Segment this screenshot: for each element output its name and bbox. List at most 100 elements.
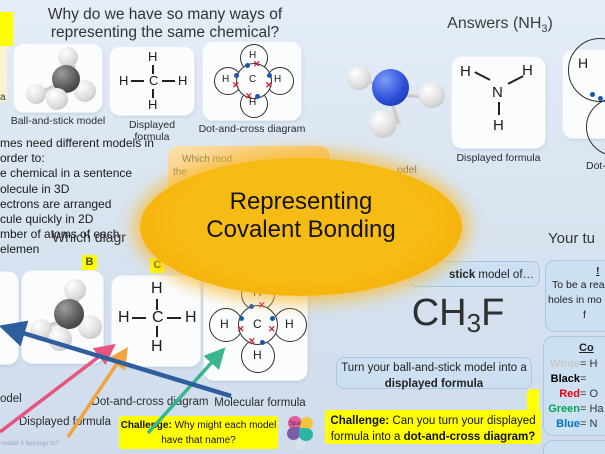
atom-n: N <box>492 84 503 101</box>
electron-dot-icon <box>249 304 254 309</box>
oval-title-line1: Representing <box>229 188 373 215</box>
left-edge-pale-strip <box>0 46 7 102</box>
electron-dot-icon <box>598 96 603 101</box>
hint-heading: ! <box>596 265 600 277</box>
atom-h: H <box>460 63 471 80</box>
hint-line2: holes in mo <box>548 294 602 306</box>
list-item: olecule in 3D <box>0 181 70 196</box>
ball-stick-card-ch4 <box>14 44 102 112</box>
atom-h: H <box>522 62 533 79</box>
key-name: White <box>550 358 580 370</box>
atom-h: H <box>249 50 257 61</box>
atom-h: H <box>148 97 158 112</box>
make-model-rest: model of… <box>475 269 535 281</box>
list-item: mes need different models in order to: <box>0 136 154 166</box>
ball-stick-caption: Ball-and-stick model <box>10 115 106 127</box>
atom-h: H <box>493 117 504 134</box>
challenge-label: Challenge: <box>330 415 390 427</box>
key-row-green: Green = Ha <box>544 402 605 417</box>
list-item: e chemical in a sentence <box>0 166 133 181</box>
atom-h: H <box>118 309 130 326</box>
left-edge-yellow-strip <box>0 12 13 46</box>
formula-prefix: CH <box>411 292 467 334</box>
hidden-task-line2: the <box>173 167 187 178</box>
atom-c: C <box>152 309 164 326</box>
atom-h: H <box>249 97 257 108</box>
electron-dot-icon <box>267 73 272 78</box>
oval-title-line2: Covalent Bonding <box>206 216 396 243</box>
nh3-dot-cross-caption: Dot- <box>586 160 605 172</box>
colour-key-box: Co White = H Black = Red = O Green = Ha … <box>543 336 605 436</box>
challenge-box-right: Challenge: Can you turn your displayed f… <box>325 410 541 444</box>
turn-model-line2: displayed formula <box>384 377 484 390</box>
displayed-formula-card-nh3: H H N H <box>452 57 545 148</box>
turn-model-line1: Turn your ball-and-stick model into a <box>341 362 527 374</box>
key-value: = N <box>580 418 598 430</box>
key-row-red: Red = O <box>544 387 605 402</box>
atom-h: H <box>578 55 589 71</box>
panel-a-partial <box>0 272 18 364</box>
electron-cross-icon: ✕ <box>232 80 240 90</box>
electron-cross-icon: ✕ <box>248 336 256 346</box>
make-model-bold: stick <box>449 269 476 281</box>
electron-cross-icon: ✕ <box>268 324 276 334</box>
formula-subscript: 3 <box>466 308 482 338</box>
list-item: mber of atoms of each elemen <box>0 227 120 257</box>
spark-lightbulb-icon: Spar <box>284 416 318 453</box>
key-name: Blue <box>556 418 580 430</box>
electron-dot-icon <box>260 340 265 345</box>
electron-dot-icon <box>255 94 260 99</box>
spark-label: Spar <box>289 421 302 427</box>
key-heading: Co <box>579 342 594 354</box>
panel-b-ball-stick <box>22 271 103 363</box>
key-row-white: White = H <box>544 357 605 372</box>
caption-displayed: Displayed formula <box>18 416 112 428</box>
why-title: Why do we have so many ways of represent… <box>28 6 302 43</box>
atom-c: C <box>149 73 159 88</box>
atom-c: C <box>253 317 262 331</box>
why-title-line2: representing the same chemical? <box>50 24 280 42</box>
atom-h: H <box>151 280 163 297</box>
answers-title-sub: 3 <box>541 23 548 36</box>
hidden-task-line1: Which mod <box>182 154 233 165</box>
electron-cross-icon: ✕ <box>245 91 253 101</box>
formula-suffix: F <box>481 292 505 334</box>
answers-title-text: Answers (NH <box>447 15 542 32</box>
electron-cross-icon: ✕ <box>253 59 261 69</box>
atom-h: H <box>253 348 262 362</box>
challenge-text: Why might each model have that name? <box>161 420 277 446</box>
atom-h: H <box>220 317 229 331</box>
bottom-right-box-partial <box>543 440 605 454</box>
electron-cross-icon: ✕ <box>265 80 273 90</box>
electron-cross-icon: ✕ <box>258 300 266 310</box>
key-value: = Ha <box>580 403 604 415</box>
challenge-text2: formula into a <box>330 431 404 444</box>
electron-cross-icon: ✕ <box>237 324 245 334</box>
label-badge-b: B <box>82 255 97 270</box>
ball-stick-model-nh3-icon <box>345 58 445 153</box>
challenge-text1: Can you turn your displayed <box>389 415 536 427</box>
atom-h: H <box>285 317 294 331</box>
key-value: = <box>580 373 587 385</box>
key-value: = O <box>580 388 599 400</box>
your-turn-title: Your tu <box>548 230 595 247</box>
atom-h: H <box>151 338 163 355</box>
atom-h: H <box>274 74 282 85</box>
list-item: ectrons are arranged <box>0 196 112 211</box>
hint-line1: To be a rea <box>552 279 605 291</box>
atom-c: C <box>249 74 257 85</box>
caption-model-cut: odel <box>0 393 22 405</box>
electron-dot-icon <box>270 316 275 321</box>
challenge-label: Challenge: <box>120 420 172 431</box>
key-row-black: Black = <box>544 372 605 387</box>
answers-title-close: ) <box>547 15 553 32</box>
atom-h: H <box>178 73 188 88</box>
key-name: Black <box>550 373 580 385</box>
dot-cross-card-ch4: H H H H C ✕ ✕ ✕ ✕ <box>203 42 301 120</box>
why-title-line1: Why do we have so many ways of <box>47 6 283 23</box>
challenge-box-left: Challenge: Why might each model have tha… <box>119 416 278 449</box>
panel-c-displayed: H H C H H <box>112 276 200 366</box>
caption-molecular: Molecular formula <box>214 397 306 409</box>
dot-cross-caption: Dot-and-cross diagram <box>198 123 306 135</box>
